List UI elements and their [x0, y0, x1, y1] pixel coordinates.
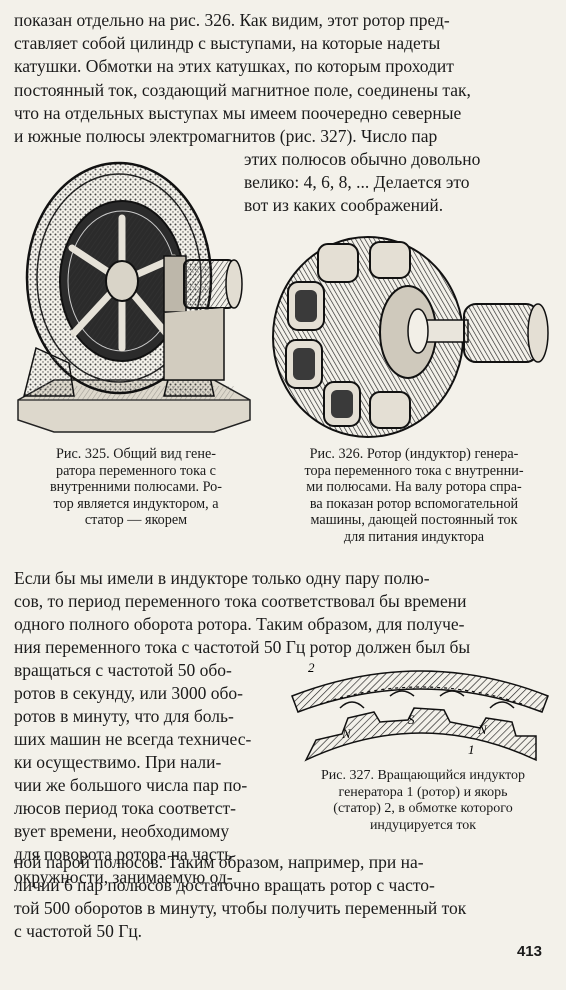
caption-line: ва показан ротор вспомогательной [309, 495, 519, 512]
inductor-diagram: N S N 2 1 [291, 660, 549, 762]
text-line: люсов период тока соответст- [14, 798, 236, 818]
caption-line: внутренними полюсами. Ро- [49, 479, 222, 495]
text-line: катушки. Обмотки на этих катушках, по ко… [14, 56, 454, 76]
caption-line: машины, дающей постоянный ток [310, 512, 518, 528]
text-line: для поворота ротора на часть [14, 844, 233, 864]
text-line: показан отдельно на рис. 326. Как видим,… [14, 10, 450, 30]
text-line: вует времени, необходимому [14, 821, 230, 841]
text-line: ной парой полюсов. Таким образом, наприм… [14, 852, 424, 872]
caption-line: для питания индуктора [343, 528, 485, 545]
text-line: сов, то период переменного тока соответс… [14, 591, 467, 611]
label-stator: 2 [308, 660, 315, 675]
text-line: и южные полюсы электромагнитов (рис. 327… [14, 126, 438, 146]
pole-label: S [408, 712, 415, 727]
caption-line: статор — якорем [84, 512, 188, 528]
text-line: велико: 4, 6, 8, ... Делается это [244, 172, 470, 192]
caption-line: генератора 1 (ротор) и якорь [338, 784, 508, 800]
text-line: вращаться с частотой 50 обо- [14, 660, 232, 680]
text-line: ротов в минуту, что для боль- [14, 706, 234, 726]
pole-label: N [341, 726, 352, 741]
label-rotor: 1 [468, 742, 475, 757]
figure-326-caption: Рис. 326. Ротор (индуктор) генера- тора … [278, 446, 550, 545]
caption-line: Рис. 327. Вращающийся индуктор [320, 768, 526, 783]
page-number: 413 [516, 943, 542, 960]
text-line: одного полного оборота ротора. Таким обр… [14, 614, 465, 634]
caption-line: тора переменного тока с внутренни- [304, 462, 524, 479]
text-line: постоянный ток, создающий магнитное поле… [14, 80, 471, 100]
pole-label: N [477, 722, 488, 737]
caption-line: индуцируется ток [369, 817, 477, 833]
text-line: с частотой 50 Гц. [14, 921, 143, 941]
text-line: личии 6 пар полюсов достаточно вращать р… [14, 875, 435, 895]
text-line: окружности, занимаемую од- [14, 867, 233, 887]
figure-325-caption: Рис. 325. Общий вид гене- ратора перемен… [14, 446, 258, 529]
text-line: чии же большого числа пар по- [14, 775, 248, 795]
caption-line: тор является индуктором, а [53, 495, 219, 512]
text-line: ки осуществимо. При нали- [14, 752, 222, 772]
generator-illustration [17, 161, 251, 433]
figure-327-caption: Рис. 327. Вращающийся индуктор генератор… [294, 768, 552, 834]
caption-line: Рис. 326. Ротор (индуктор) генера- [309, 446, 519, 462]
text-line: ставляет собой цилиндр с выступами, на к… [14, 33, 441, 53]
text-line: вот из каких соображений. [244, 195, 444, 215]
text-line: что на отдельных выступах мы имеем пооче… [14, 103, 462, 123]
text-line: Если бы мы имели в индукторе только одну… [14, 568, 430, 588]
caption-line: ратора переменного тока с [56, 462, 216, 479]
text-line: той 500 оборотов в минуту, чтобы получит… [14, 898, 467, 918]
text-line: этих полюсов обычно довольно [244, 149, 481, 169]
caption-line: Рис. 325. Общий вид гене- [56, 446, 216, 462]
text-line: ротов в секунду, или 3000 обо- [14, 683, 243, 703]
rotor-illustration [272, 236, 549, 438]
caption-line: ми полюсами. На валу ротора спра- [306, 479, 522, 495]
caption-line: (статор) 2, в обмотке которого [333, 801, 513, 816]
text-line: ших машин не всегда техничес- [14, 729, 252, 749]
text-line: ния переменного тока с частотой 50 Гц ро… [14, 637, 471, 657]
